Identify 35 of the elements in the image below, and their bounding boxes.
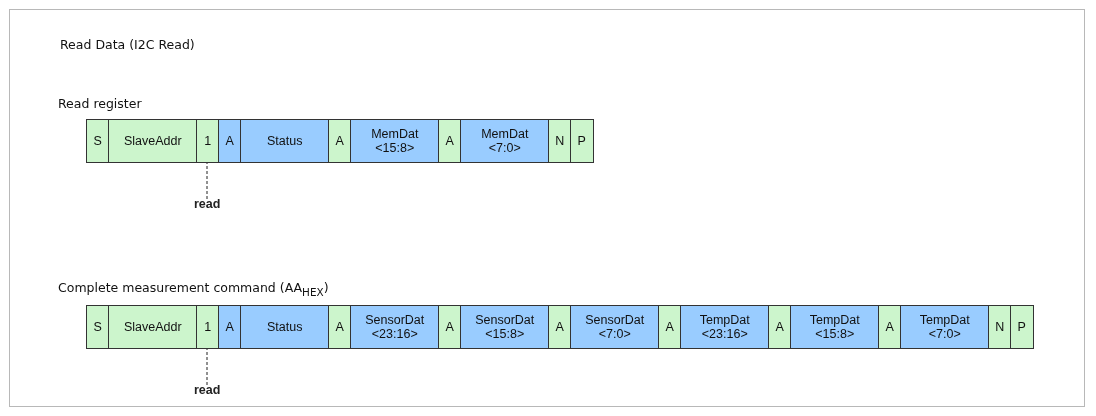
master-field: A [768,305,792,349]
slave-field: SensorDat <23:16> [350,305,440,349]
slave-field: Status [240,119,330,163]
master-field: N [548,119,572,163]
master-field: P [1010,305,1034,349]
master-field: SlaveAddr [108,305,198,349]
slave-field: A [218,305,242,349]
slave-field: SensorDat <15:8> [460,305,550,349]
slave-field: A [218,119,242,163]
frame-heading: Read register [58,96,142,111]
slave-field: SensorDat <7:0> [570,305,660,349]
master-field: 1 [196,119,220,163]
master-field: P [570,119,594,163]
diagram-title: Read Data (I2C Read) [60,37,195,52]
master-field: A [438,305,462,349]
slave-field: TempDat <7:0> [900,305,990,349]
slave-field: MemDat <15:8> [350,119,440,163]
slave-field: Status [240,305,330,349]
slave-field: TempDat <15:8> [790,305,880,349]
slave-field: TempDat <23:16> [680,305,770,349]
slave-field: MemDat <7:0> [460,119,550,163]
master-field: A [328,305,352,349]
master-field: SlaveAddr [108,119,198,163]
master-field: S [86,305,110,349]
master-field: A [658,305,682,349]
leader-text: read [194,383,221,397]
master-field: A [328,119,352,163]
master-field: A [878,305,902,349]
master-field: A [548,305,572,349]
master-field: N [988,305,1012,349]
master-field: S [86,119,110,163]
master-field: 1 [196,305,220,349]
leader-text: read [194,197,221,211]
master-field: A [438,119,462,163]
frame-heading: Complete measurement command (AA$_{HEX}$) [58,280,329,298]
